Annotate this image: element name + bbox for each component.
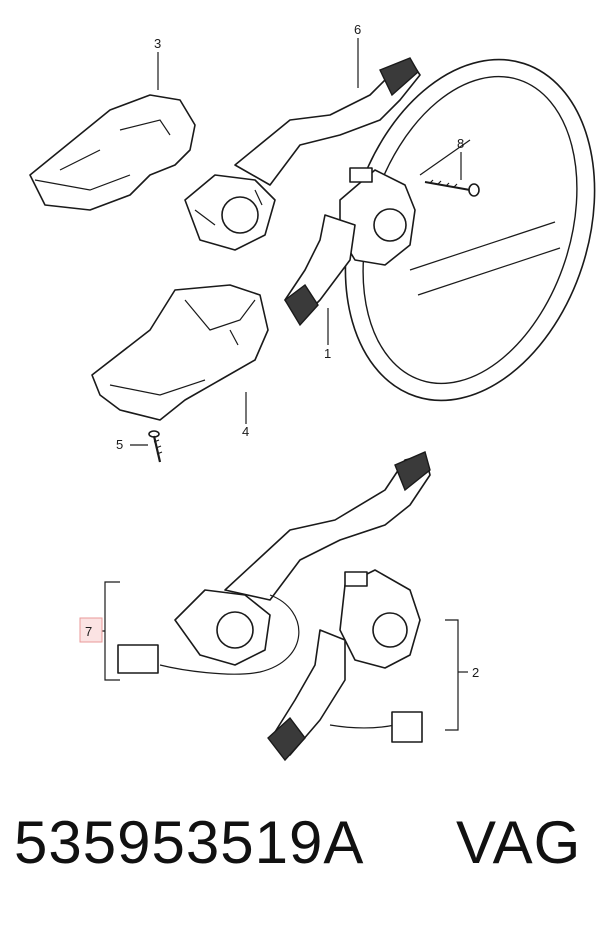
wiper-switch-assembly-lower xyxy=(117,451,431,675)
callout-7-highlight xyxy=(79,617,103,643)
wiper-switch-stalk xyxy=(184,57,421,251)
turn-signal-switch-assembly-lower xyxy=(267,569,423,762)
callout-1: 1 xyxy=(324,346,331,361)
callout-2: 2 xyxy=(472,665,479,680)
steering-wheel xyxy=(344,58,596,402)
caption: 535953519A VAG xyxy=(0,808,600,898)
callout-3: 3 xyxy=(154,36,161,51)
upper-column-shroud xyxy=(29,94,196,211)
callout-5: 5 xyxy=(116,437,123,452)
callout-4: 4 xyxy=(242,424,249,439)
callout-7: 7 xyxy=(85,624,92,639)
screw-part-8 xyxy=(424,179,480,197)
brand-label: VAG xyxy=(456,809,582,876)
lower-column-shroud xyxy=(91,284,269,421)
callout-8: 8 xyxy=(457,136,464,151)
screw-part-5 xyxy=(148,430,163,463)
callout-6: 6 xyxy=(354,22,361,37)
turn-signal-switch xyxy=(284,167,416,327)
leader-lines xyxy=(80,38,468,731)
part-number: 535953519A xyxy=(14,809,365,876)
